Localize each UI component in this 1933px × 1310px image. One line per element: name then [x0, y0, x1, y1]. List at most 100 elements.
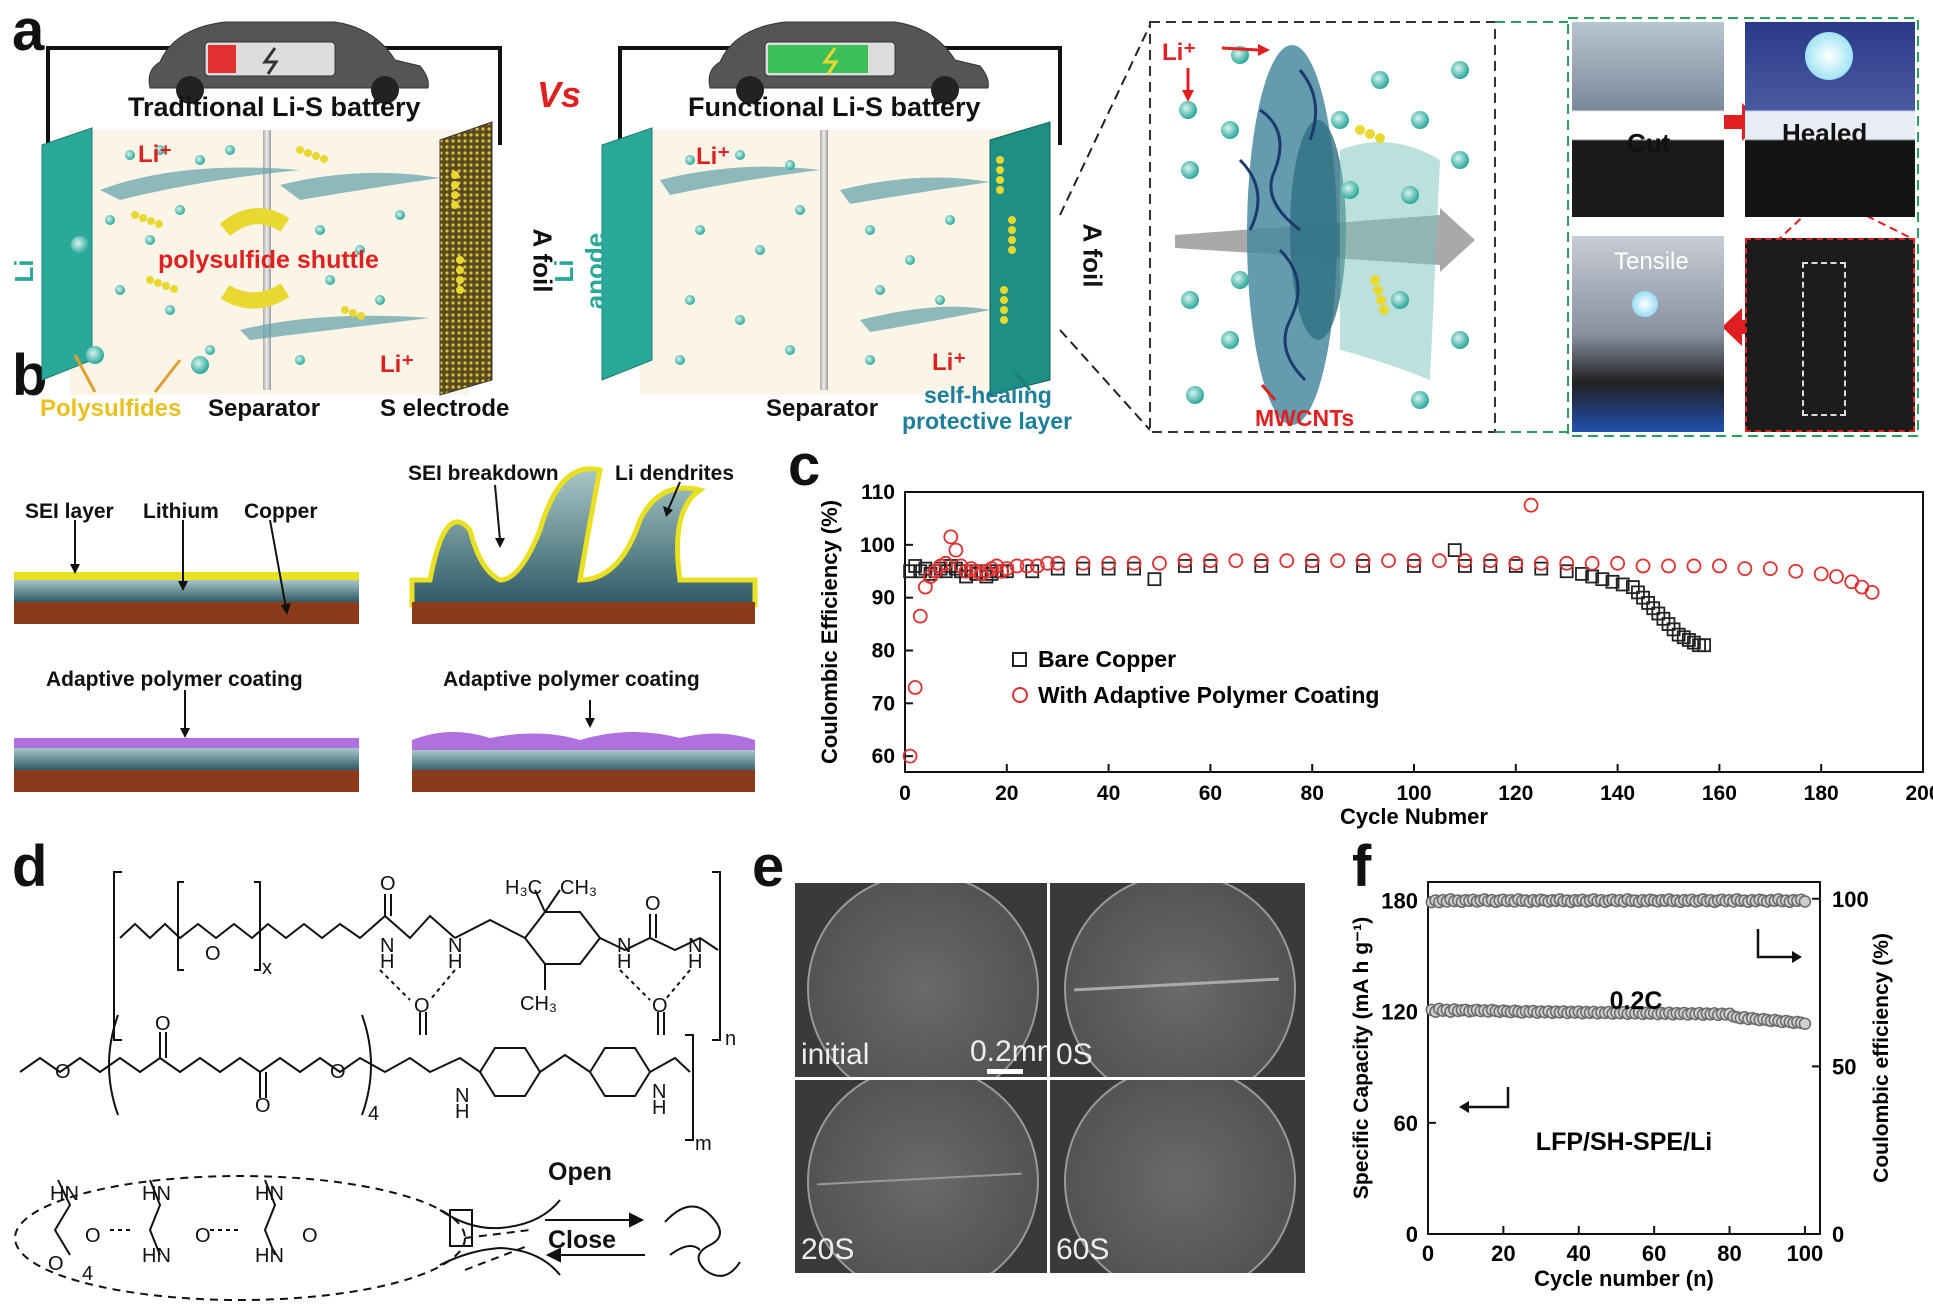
- chart-c-xtick-label: 140: [1600, 782, 1635, 805]
- coating-point: [923, 569, 938, 584]
- photo-tensile: [1572, 236, 1724, 432]
- coating-point: [1029, 558, 1045, 574]
- li-anode-label-left: Li anode: [9, 232, 70, 310]
- panel-label-c: c: [788, 433, 821, 498]
- coating-point: [1635, 558, 1651, 574]
- coating-point: [1686, 558, 1702, 574]
- coating-point: [999, 561, 1015, 577]
- svg-text:O: O: [645, 893, 661, 915]
- coating-point: [1330, 553, 1346, 569]
- chart-f-ylabel-right: Coulombic efficiency (%): [1870, 933, 1893, 1183]
- coating-point: [1559, 555, 1575, 571]
- li-ion-label-4: Li⁺: [932, 349, 966, 376]
- chart-c-ylabel: Coulombic Efficiency (%): [817, 500, 842, 764]
- coating-point: [1304, 553, 1320, 569]
- coating-point: [1101, 555, 1117, 571]
- copper-strip: [14, 602, 359, 624]
- svg-text:O: O: [652, 995, 668, 1017]
- coating-point: [1864, 584, 1880, 600]
- chart-f-frame: [1427, 881, 1821, 1235]
- coating-point: [1355, 553, 1371, 569]
- svg-text:4: 4: [368, 1103, 379, 1125]
- coating-point: [1712, 558, 1727, 574]
- chart-c-frame: [904, 491, 1924, 773]
- s-electrode: [439, 121, 493, 396]
- svg-text:H: H: [380, 951, 394, 973]
- chart-c-xtick-label: 120: [1498, 782, 1533, 805]
- chart-f-xtick-label: 100: [1787, 1241, 1824, 1266]
- chart-c-ytick-label: 90: [872, 587, 895, 610]
- bare-copper-point: [1101, 561, 1116, 576]
- svg-text:H: H: [688, 951, 702, 973]
- photo-cut: [1572, 22, 1724, 217]
- bare-copper-point: [1203, 559, 1218, 573]
- chart-f-ytick-left-label: 120: [1381, 1000, 1418, 1025]
- coating-point: [1829, 569, 1844, 584]
- svg-text:H: H: [455, 1101, 469, 1123]
- chart-f-xtick-label: 0: [1422, 1241, 1434, 1266]
- coating-point: [1009, 558, 1025, 574]
- svg-text:O: O: [55, 1061, 71, 1083]
- li-ion-label-3: Li⁺: [696, 143, 730, 170]
- a-foil-label-left: A foil: [527, 228, 558, 293]
- chart-f-xtick-label: 40: [1567, 1241, 1591, 1266]
- photo-microscope: [1745, 238, 1915, 432]
- svg-text:O: O: [414, 995, 430, 1017]
- copper-label: Copper: [244, 500, 318, 523]
- chart-c-xtick-label: 80: [1301, 782, 1324, 805]
- chart-c-ytick-label: 80: [872, 639, 895, 662]
- chart-c-ytick-label: 110: [861, 481, 895, 504]
- bare-copper-point: [1147, 572, 1162, 587]
- svg-text:x: x: [262, 957, 272, 979]
- capacity-point: [1798, 1017, 1812, 1030]
- coating-point: [1177, 553, 1193, 569]
- coating-point: [1457, 553, 1473, 569]
- coating-point: [902, 748, 918, 764]
- mwcnts-label: MWCNTs: [1255, 405, 1355, 431]
- self-healing-label-2: protective layer: [902, 408, 1073, 434]
- chart-f-xtick-label: 80: [1717, 1241, 1741, 1266]
- a-foil-label-right: A foil: [1077, 223, 1108, 288]
- chart-f-xtick-label: 20: [1491, 1241, 1515, 1266]
- coating-point: [1610, 555, 1625, 571]
- micrograph-60s: 60S: [1050, 1080, 1305, 1273]
- lithium-strip: [14, 580, 359, 602]
- coating-point: [1508, 555, 1524, 571]
- photo-healed: [1745, 22, 1915, 217]
- svg-text:HN: HN: [50, 1183, 79, 1205]
- svg-text:HN: HN: [142, 1245, 171, 1267]
- coating-point: [989, 558, 1005, 574]
- chart-c-xtick-label: 40: [1097, 782, 1120, 805]
- chart-f-ytick-right-label: 50: [1832, 1054, 1856, 1079]
- coating-point: [1813, 566, 1829, 582]
- svg-text:H: H: [448, 951, 462, 973]
- traditional-battery: [41, 21, 502, 396]
- coating-point: [943, 529, 959, 545]
- coating-point: [1126, 555, 1142, 571]
- right-axis-arrowhead: [1792, 951, 1802, 963]
- tensile-label: Tensile: [1614, 248, 1689, 275]
- coating-point: [1075, 555, 1091, 571]
- coating-point: [953, 558, 969, 574]
- svg-text:N: N: [380, 935, 394, 957]
- chart-c-xtick-label: 160: [1702, 782, 1737, 805]
- t20-label: 20S: [801, 1233, 855, 1266]
- chart-c-ytick-label: 70: [872, 692, 895, 715]
- panel-b-diagram: [14, 466, 758, 792]
- bare-copper-point: [1687, 635, 1701, 650]
- coating-point: [1482, 553, 1498, 569]
- coating-point: [1253, 553, 1269, 569]
- chart-f-xtick-label: 60: [1642, 1241, 1666, 1266]
- svg-text:O: O: [155, 1013, 171, 1035]
- coating-point: [907, 680, 923, 695]
- svg-text:N: N: [448, 935, 462, 957]
- polysulfides-label: Polysulfides: [40, 395, 182, 422]
- svg-text:m: m: [695, 1133, 712, 1155]
- legend-coating-marker: [1012, 687, 1028, 703]
- coating-point: [1381, 553, 1396, 569]
- bare-copper-point: [1254, 559, 1269, 573]
- micrograph-20s: 20S: [795, 1080, 1047, 1273]
- svg-text:O: O: [85, 1225, 101, 1247]
- svg-text:CH₃: CH₃: [520, 993, 557, 1015]
